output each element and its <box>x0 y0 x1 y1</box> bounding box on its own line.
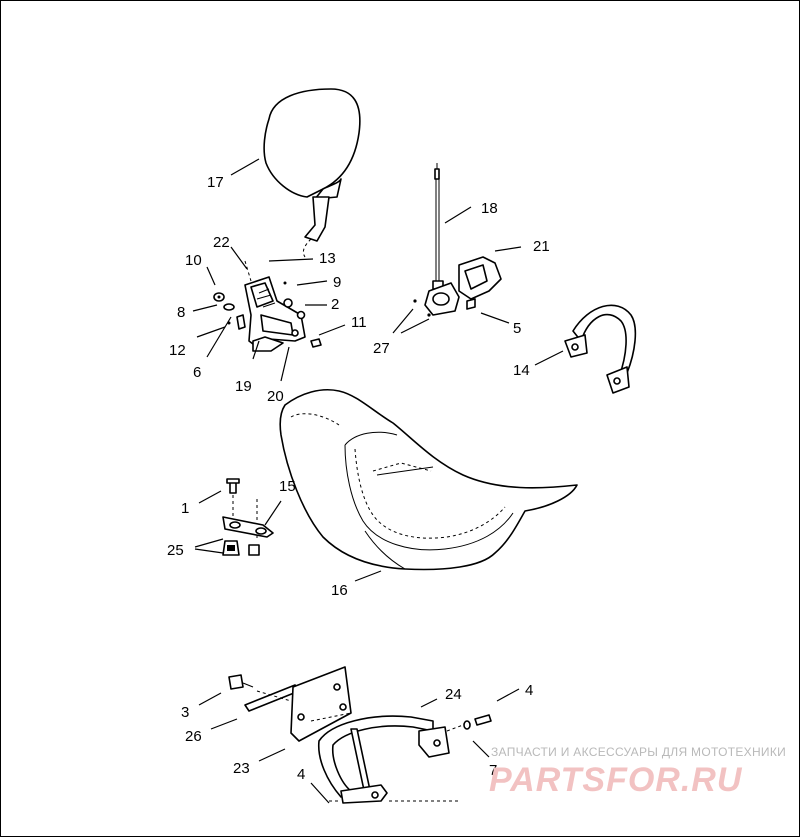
callout-labels: 17 18 22 21 10 13 9 2 8 11 5 12 27 6 14 … <box>167 174 550 783</box>
callout-24: 24 <box>445 686 462 703</box>
callout-21: 21 <box>533 238 550 255</box>
watermark-subtitle: ЗАПЧАСТИ И АКСЕССУАРЫ ДЛЯ МОТОТЕХНИКИ <box>491 745 786 759</box>
release-cable <box>432 163 444 290</box>
callout-22: 22 <box>213 234 230 251</box>
callout-23: 23 <box>233 760 250 777</box>
callout-3: 3 <box>181 704 189 721</box>
seat <box>279 389 578 571</box>
leader-lines <box>192 158 564 804</box>
watermark-brand: PARTSFOR.RU <box>489 761 743 799</box>
callout-4-lower: 4 <box>297 766 305 783</box>
backrest-pad <box>263 88 361 258</box>
callout-18: 18 <box>481 200 498 217</box>
callout-2: 2 <box>331 296 339 313</box>
callout-6: 6 <box>193 364 201 381</box>
seat-mount-bracket <box>222 478 274 556</box>
latch-housing <box>413 256 502 317</box>
callout-27: 27 <box>373 340 390 357</box>
callout-8: 8 <box>177 304 185 321</box>
watermark: ЗАПЧАСТИ И АКСЕССУАРЫ ДЛЯ МОТОТЕХНИКИ PA… <box>489 745 786 799</box>
callout-10: 10 <box>185 252 202 269</box>
callout-17: 17 <box>207 174 224 191</box>
callout-20: 20 <box>267 388 284 405</box>
callout-5: 5 <box>513 320 521 337</box>
strap-handle <box>564 304 637 394</box>
backrest-bracket-assembly <box>244 260 306 352</box>
callout-12: 12 <box>169 342 186 359</box>
callout-9: 9 <box>333 274 341 291</box>
callout-7: 7 <box>489 762 497 779</box>
callout-15: 15 <box>279 478 296 495</box>
callout-11: 11 <box>351 314 367 331</box>
mount-plates <box>228 666 352 742</box>
callout-25: 25 <box>167 542 184 559</box>
callout-4-upper: 4 <box>525 682 533 699</box>
callout-19: 19 <box>235 378 252 395</box>
callout-1: 1 <box>181 500 189 517</box>
bracket-fasteners <box>213 281 322 348</box>
callout-14: 14 <box>513 362 530 379</box>
callout-13: 13 <box>319 250 336 267</box>
callout-26: 26 <box>185 728 202 745</box>
rack-bracket <box>317 714 492 804</box>
callout-16: 16 <box>331 582 348 599</box>
